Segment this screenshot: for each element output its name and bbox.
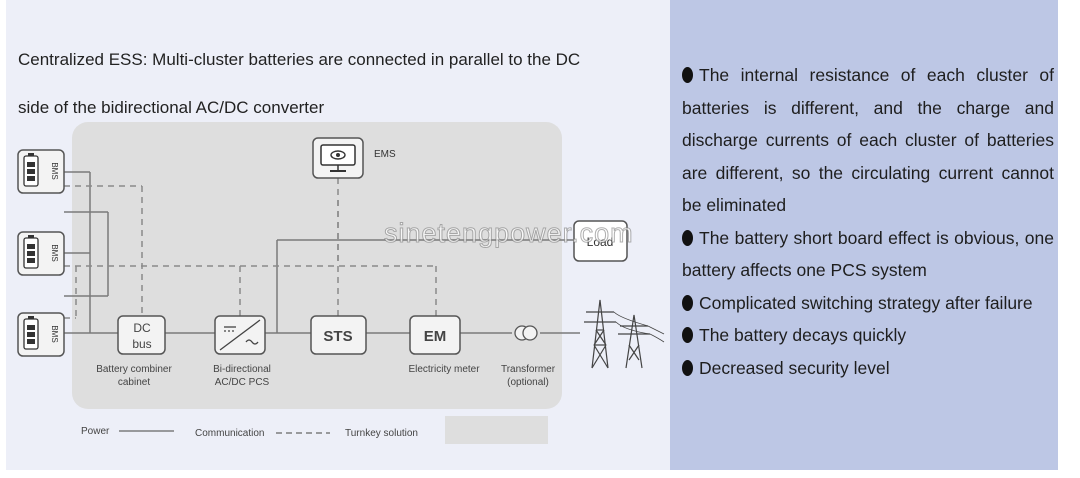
bms-unit-3: BMS (17, 312, 65, 357)
ems-unit: EMS (312, 137, 396, 179)
pcs-caption-1: Bi-directional (213, 364, 271, 375)
grid-tower-icon (584, 299, 665, 369)
watermark: sinetengpower.com (384, 218, 634, 249)
transformer-icon (514, 325, 538, 341)
intro-line-1: Centralized ESS: Multi-cluster batteries… (18, 50, 581, 69)
transformer-caption-2: (optional) (507, 377, 549, 388)
pcs-box (214, 315, 266, 355)
pcs-caption-2: AC/DC PCS (215, 377, 270, 388)
sts-box: STS (310, 315, 367, 355)
bullet-icon (682, 67, 693, 83)
bullet-icon (682, 229, 693, 246)
legend-communication: Communication (195, 428, 264, 439)
bms-label: BMS (50, 244, 59, 261)
right-panel (670, 0, 1058, 470)
captions: Battery combiner cabinet Bi-directional … (96, 364, 556, 388)
bms-label: BMS (50, 325, 59, 342)
svg-text:bus: bus (132, 337, 151, 351)
intro-line-2: side of the bidirectional AC/DC converte… (18, 98, 325, 117)
svg-text:EM: EM (424, 328, 447, 345)
svg-text:DC: DC (133, 321, 151, 335)
legend-turnkey: Turnkey solution (345, 428, 418, 439)
list-item: Complicated switching strategy after fai… (682, 287, 1054, 320)
list-item: The battery short board effect is obviou… (682, 227, 1054, 280)
dc-bus-box: DC bus (117, 315, 166, 355)
bullet-icon (682, 327, 693, 343)
legend-turnkey-swatch (445, 416, 548, 444)
communication-lines (64, 178, 437, 319)
em-box: EM (409, 315, 461, 355)
ems-label: EMS (374, 149, 396, 160)
legend: Power Communication Turnkey solution (81, 416, 548, 444)
svg-text:Load: Load (587, 235, 614, 249)
legend-power: Power (81, 426, 110, 437)
list-item: Decreased security level (682, 352, 1054, 385)
disadvantage-list: The internal resistance of each cluster … (682, 59, 1054, 384)
bullet-icon (682, 294, 693, 311)
intro-text: Centralized ESS: Multi-cluster batteries… (18, 36, 660, 132)
bullet-icon (682, 359, 693, 376)
combiner-caption-2: cabinet (118, 377, 150, 388)
bms-unit-2: BMS (17, 231, 65, 276)
combiner-caption-1: Battery combiner (96, 364, 172, 375)
transformer-caption-1: Transformer (501, 364, 556, 375)
bms-label: BMS (50, 162, 59, 179)
load-box: Load (573, 220, 628, 262)
bms-unit-1: BMS (17, 149, 65, 194)
power-lines (64, 171, 580, 334)
list-item: The battery decays quickly (682, 319, 1054, 352)
list-item: The internal resistance of each cluster … (682, 65, 1054, 215)
meter-caption: Electricity meter (408, 364, 480, 375)
sine-icon (245, 339, 259, 345)
svg-text:STS: STS (323, 328, 352, 345)
